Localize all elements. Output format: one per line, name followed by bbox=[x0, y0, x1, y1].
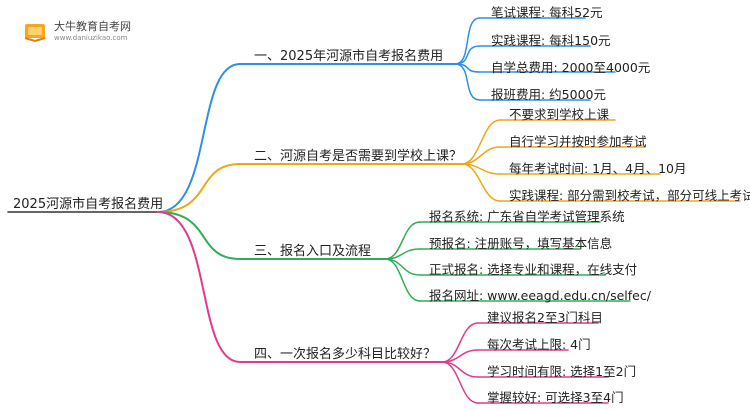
leaf-3-4: 报名网址: www.eeagd.edu.cn/selfec/ bbox=[429, 288, 651, 303]
branch-label-2: 二、河源自考是否需要到学校上课？ bbox=[254, 149, 463, 164]
leaf-connector-1-1 bbox=[454, 17, 481, 65]
branch-connector-4 bbox=[157, 211, 241, 363]
root-node-label: 2025河源市自考报名费用 bbox=[13, 197, 164, 212]
leaf-4-4: 掌握较好: 可选择3至4门 bbox=[487, 390, 624, 405]
leaf-1-4: 报班费用: 约5000元 bbox=[491, 87, 606, 102]
branch-connector-2 bbox=[157, 163, 241, 213]
leaf-2-1: 不要求到学校上课 bbox=[509, 107, 610, 122]
leaf-connector-1-4 bbox=[454, 63, 481, 101]
leaf-3-2: 预报名: 注册账号，填写基本信息 bbox=[429, 236, 613, 251]
leaf-3-3: 正式报名: 选择专业和课程，在线支付 bbox=[429, 262, 638, 277]
branch-connector-3 bbox=[157, 211, 241, 260]
branch-label-4: 四、一次报名多少科目比较好？ bbox=[254, 347, 437, 362]
leaf-4-2: 每次考试上限: 4门 bbox=[487, 337, 591, 352]
leaf-connector-2-4 bbox=[461, 163, 501, 202]
book-logo-icon bbox=[24, 24, 46, 42]
leaf-connector-4-1 bbox=[441, 322, 479, 363]
leaf-1-2: 实践课程: 每科150元 bbox=[491, 33, 611, 48]
leaf-4-3: 学习时间有限: 选择1至2门 bbox=[487, 364, 637, 379]
leaf-4-1: 建议报名2至3门科目 bbox=[487, 310, 603, 325]
leaf-1-1: 笔试课程: 每科52元 bbox=[491, 5, 603, 20]
branch-label-1: 一、2025年河源市自考报名费用 bbox=[254, 49, 444, 64]
leaf-connector-3-3 bbox=[384, 258, 421, 276]
leaf-1-3: 自学总费用: 2000至4000元 bbox=[491, 60, 651, 75]
branch-label-3: 三、报名入口及流程 bbox=[254, 244, 372, 259]
leaf-connector-2-1 bbox=[461, 119, 501, 165]
leaf-2-2: 自行学习并按时参加考试 bbox=[509, 134, 647, 149]
leaf-3-1: 报名系统: 广东省自学考试管理系统 bbox=[429, 209, 625, 224]
leaf-connector-4-4 bbox=[441, 361, 479, 404]
leaf-2-3: 每年考试时间: 1月、4月、10月 bbox=[509, 161, 687, 176]
leaf-connector-3-4 bbox=[384, 258, 421, 302]
logo-title: 大牛教育自考网 bbox=[54, 20, 131, 33]
leaf-connector-1-2 bbox=[454, 45, 481, 65]
logo: 大牛教育自考网 www.daniuzikao.com bbox=[20, 14, 140, 48]
leaf-2-4: 实践课程: 部分需到校考试，部分可线上考试 bbox=[509, 188, 750, 203]
logo-url: www.daniuzikao.com bbox=[54, 34, 128, 42]
branch-connector-1 bbox=[157, 63, 241, 213]
